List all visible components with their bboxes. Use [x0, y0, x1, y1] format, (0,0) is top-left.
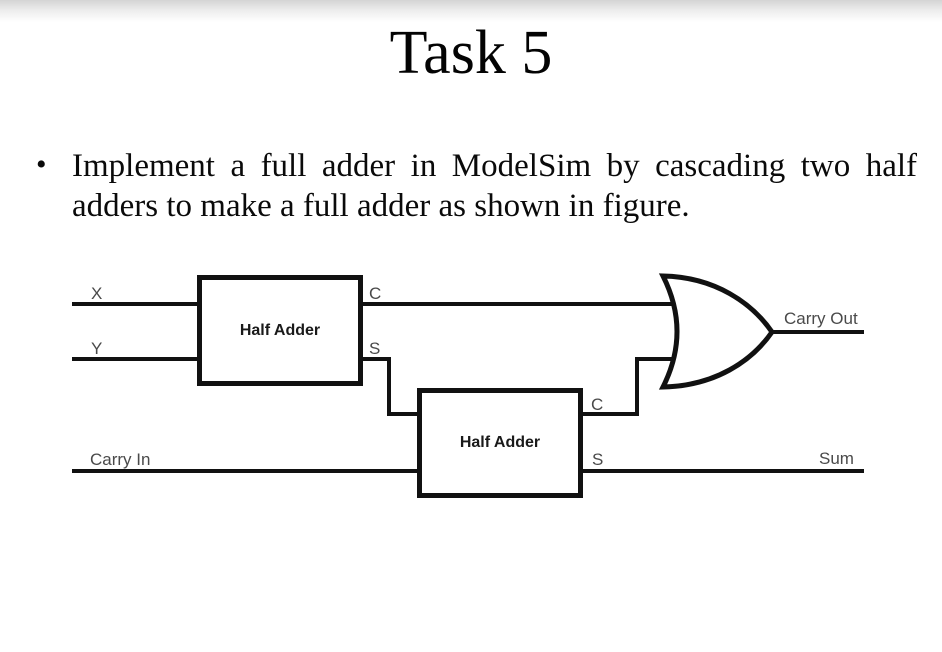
half-adder-1-box: Half Adder — [197, 275, 363, 386]
half-adder-1-label: Half Adder — [239, 321, 321, 339]
wire-ha1-carry-to-or — [360, 302, 676, 306]
label-x: X — [91, 284, 103, 303]
top-edge-gradient — [0, 0, 942, 22]
half-adder-2-label: Half Adder — [459, 434, 541, 451]
bullet-line-2: adders to make a full adder as shown in … — [72, 188, 690, 224]
wire-ha1-sum-v — [387, 357, 391, 416]
bullet-line-1: Implement a full adder in ModelSim by ca… — [72, 148, 917, 184]
wire-ha2-carry-v — [635, 357, 639, 416]
wire-ha2-carry-h1 — [580, 412, 639, 416]
half-adder-2-box: Half Adder — [417, 388, 583, 498]
wire-sum-out — [580, 469, 864, 473]
or-gate-icon — [658, 273, 776, 390]
wire-x-input — [72, 302, 197, 306]
label-carry-out: Carry Out — [784, 309, 858, 328]
label-ha1-c: C — [369, 284, 382, 303]
wire-ha2-carry-h2 — [635, 357, 676, 361]
wire-carry-in-input — [72, 469, 417, 473]
wire-carry-out — [770, 330, 864, 334]
bullet-paragraph: Implement a full adder in ModelSim by ca… — [72, 146, 917, 226]
label-ha2-c: C — [591, 395, 604, 414]
page-title: Task 5 — [389, 19, 553, 87]
wire-ha1-sum-h2 — [387, 412, 420, 416]
wire-ha1-sum-h1 — [360, 357, 391, 361]
bullet-marker: • — [36, 148, 47, 181]
label-ha1-s: S — [369, 339, 381, 358]
label-y: Y — [91, 339, 103, 358]
wire-y-input — [72, 357, 197, 361]
label-carry-in: Carry In — [90, 450, 151, 469]
label-sum: Sum — [819, 449, 854, 468]
label-ha2-s: S — [592, 450, 604, 469]
